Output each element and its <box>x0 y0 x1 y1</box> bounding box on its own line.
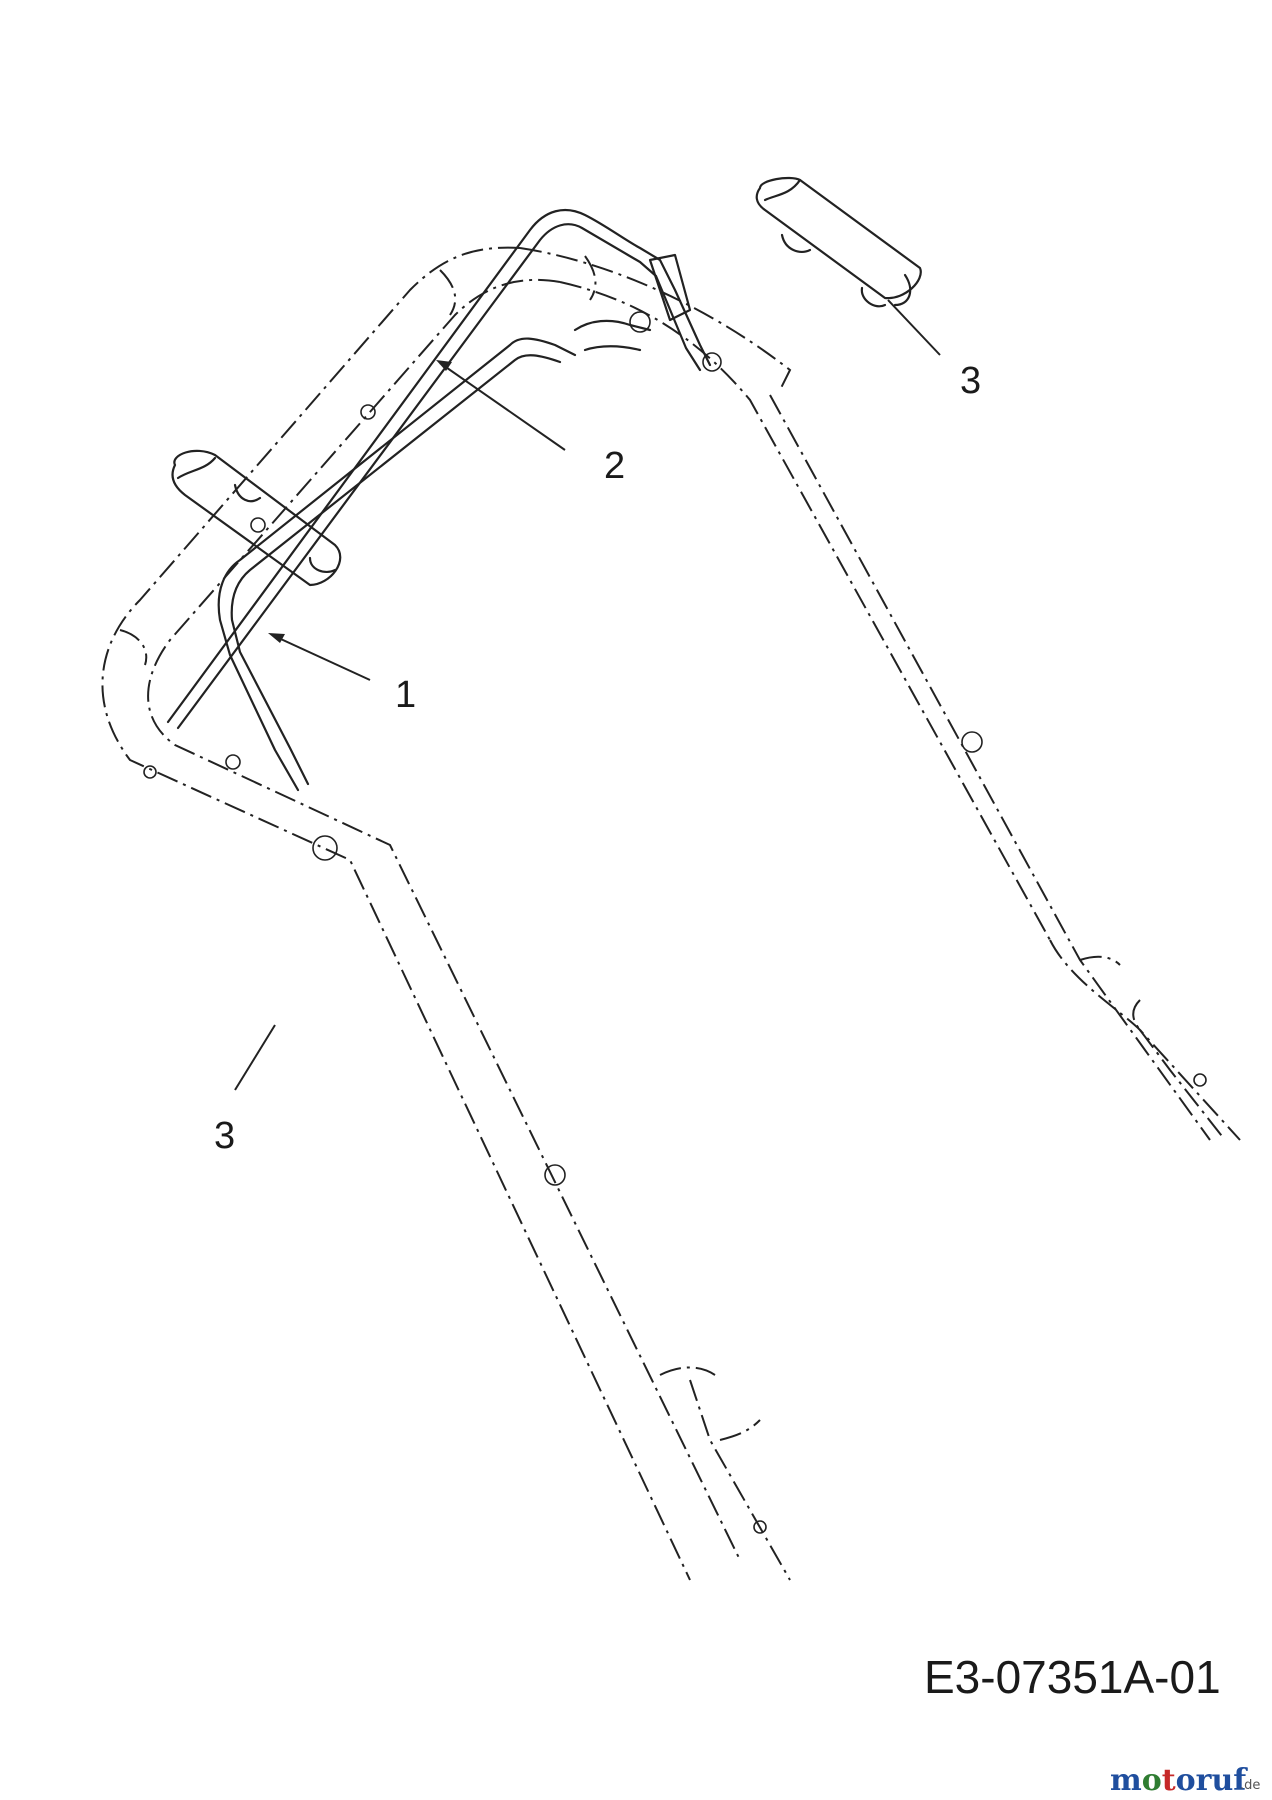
upper-bail-tab <box>648 253 692 322</box>
arrow-1 <box>268 633 285 643</box>
arrow-2 <box>436 360 452 371</box>
leader-3-right <box>887 299 941 356</box>
upper-bail <box>166 208 712 724</box>
callout-2: 2 <box>604 445 625 487</box>
lower-bail-inner <box>230 354 562 786</box>
sleeve-right <box>755 176 922 308</box>
leader-3-left <box>234 1024 276 1091</box>
leader-1 <box>271 634 371 681</box>
lower-bail <box>217 337 577 792</box>
drawing-code: E3-07351A-01 <box>924 1651 1221 1703</box>
watermark-tld: .de <box>1240 1778 1260 1793</box>
bolt-markers <box>143 311 1207 1534</box>
callout-3-left: 3 <box>214 1115 235 1157</box>
upper-bail-inner <box>176 223 702 730</box>
svg-text:motoruf: motoruf <box>1110 1763 1248 1798</box>
lower-bail-hook <box>573 319 652 352</box>
callout-1: 1 <box>395 674 416 716</box>
sleeve-left <box>171 449 342 587</box>
callout-3-right: 3 <box>960 360 981 402</box>
handle-frame <box>101 246 1241 1581</box>
leader-2 <box>439 362 566 451</box>
watermark-logo: motoruf .de <box>1110 1763 1260 1798</box>
